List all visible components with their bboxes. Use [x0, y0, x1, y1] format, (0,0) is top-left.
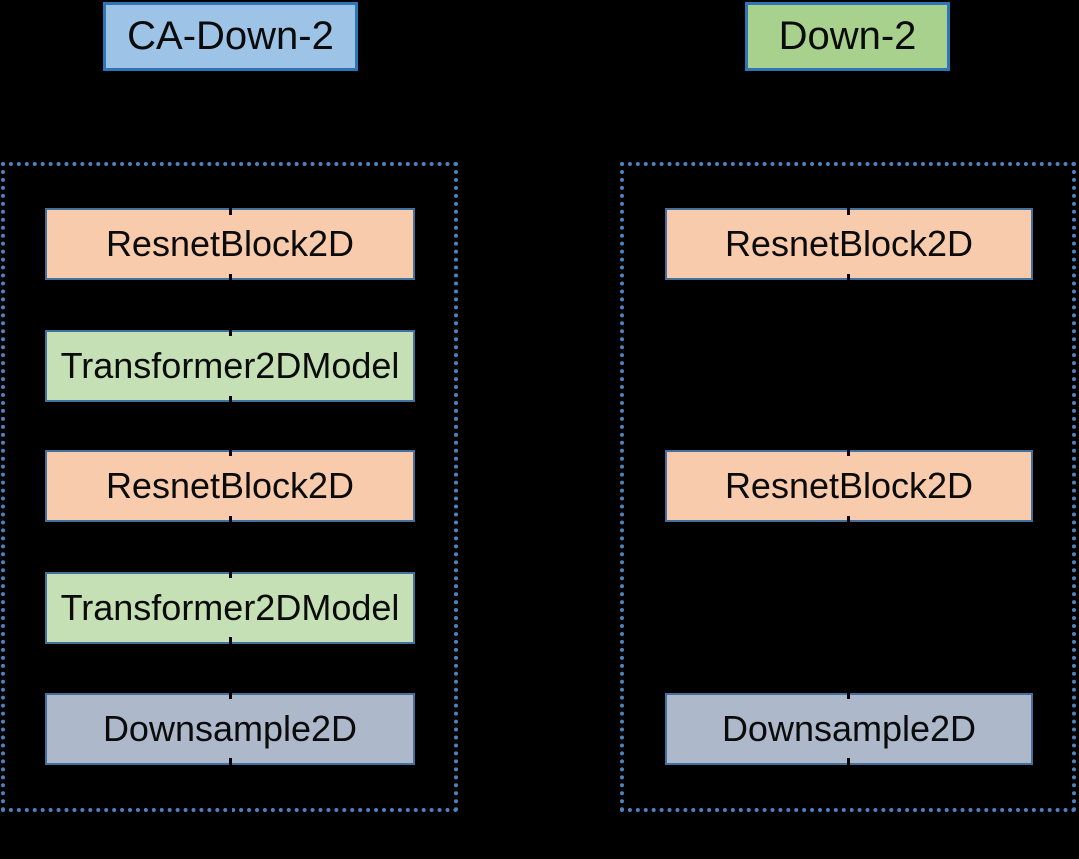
block-resnetblock2d-1-right: ResnetBlock2D [665, 208, 1033, 280]
block-label: Transformer2DModel [60, 587, 400, 628]
connector-arrow [229, 637, 232, 699]
block-label: Downsample2D [102, 708, 358, 749]
block-transformer2dmodel-1-left: Transformer2DModel [45, 330, 415, 402]
connector-arrow [229, 516, 232, 578]
connector-arrow [847, 184, 850, 215]
group-header-down-2: Down-2 [745, 2, 950, 71]
connector-arrow [229, 184, 232, 215]
group-title-ca-down-2: CA-Down-2 [127, 14, 334, 58]
connector-arrow [229, 274, 232, 336]
block-transformer2dmodel-2-left: Transformer2DModel [45, 572, 415, 644]
group-header-ca-down-2: CA-Down-2 [103, 2, 358, 71]
block-label: ResnetBlock2D [105, 465, 355, 506]
block-resnetblock2d-2-right: ResnetBlock2D [665, 450, 1033, 522]
block-label: ResnetBlock2D [105, 223, 355, 264]
connector-arrow [847, 274, 850, 456]
connector-arrow [847, 758, 850, 846]
block-resnetblock2d-1-left: ResnetBlock2D [45, 208, 415, 280]
connector-arrow [229, 758, 232, 846]
block-downsample2d-right: Downsample2D [665, 693, 1033, 765]
block-resnetblock2d-2-left: ResnetBlock2D [45, 450, 415, 522]
block-label: ResnetBlock2D [724, 465, 974, 506]
block-label: ResnetBlock2D [724, 223, 974, 264]
connector-arrow [229, 396, 232, 456]
group-title-down-2: Down-2 [778, 14, 917, 58]
block-label: Transformer2DModel [60, 345, 400, 386]
block-downsample2d-left: Downsample2D [45, 693, 415, 765]
connector-arrow [847, 516, 850, 699]
block-label: Downsample2D [721, 708, 977, 749]
